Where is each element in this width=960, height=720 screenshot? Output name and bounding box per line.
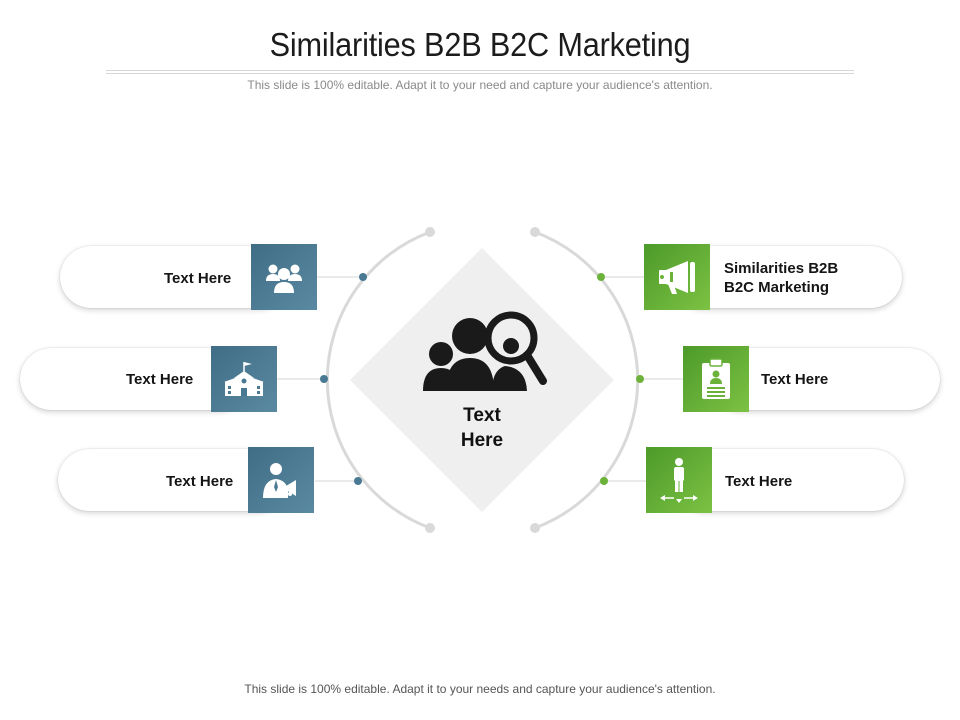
connector-dot xyxy=(320,375,328,383)
school-building-icon xyxy=(224,362,264,396)
businessman-megaphone-icon xyxy=(263,463,296,498)
users-search-icon xyxy=(423,311,547,391)
right-item-1-label: Similarities B2B B2C Marketing xyxy=(724,260,839,296)
person-directions-icon xyxy=(660,458,698,503)
slide-title: Similarities B2B B2C Marketing xyxy=(269,26,691,63)
team-icon xyxy=(266,264,302,293)
connector-dot xyxy=(597,273,605,281)
title-divider-bottom xyxy=(106,73,854,74)
right-item-2-label: Text Here xyxy=(761,371,829,388)
megaphone-icon xyxy=(659,261,695,294)
right-item-3-pill xyxy=(674,449,904,511)
arc-end-dot xyxy=(530,523,540,533)
connector-dot xyxy=(359,273,367,281)
arc-end-dot xyxy=(425,523,435,533)
left-item-3-tile xyxy=(248,447,314,513)
slide-subtitle: This slide is 100% editable. Adapt it to… xyxy=(247,78,713,92)
left-item-3-label: Text Here xyxy=(166,473,234,490)
title-divider-top xyxy=(106,70,854,71)
left-item-1-tile xyxy=(251,244,317,310)
right-item-2-tile xyxy=(683,346,749,412)
right-item-1-pill xyxy=(672,246,902,308)
right-item-1-tile xyxy=(644,244,710,310)
connector-dot xyxy=(636,375,644,383)
slide-footer: This slide is 100% editable. Adapt it to… xyxy=(244,682,716,696)
center-label: Text Here xyxy=(460,405,504,451)
left-item-2-label: Text Here xyxy=(126,371,194,388)
arc-end-dot xyxy=(530,227,540,237)
connector-dot xyxy=(354,477,362,485)
arc-end-dot xyxy=(425,227,435,237)
right-item-3-label: Text Here xyxy=(725,473,793,490)
connector-dot xyxy=(600,477,608,485)
left-item-1-label: Text Here xyxy=(164,270,232,287)
left-item-2-tile xyxy=(211,346,277,412)
right-item-3-tile xyxy=(646,447,712,513)
clipboard-profile-icon xyxy=(702,358,730,399)
